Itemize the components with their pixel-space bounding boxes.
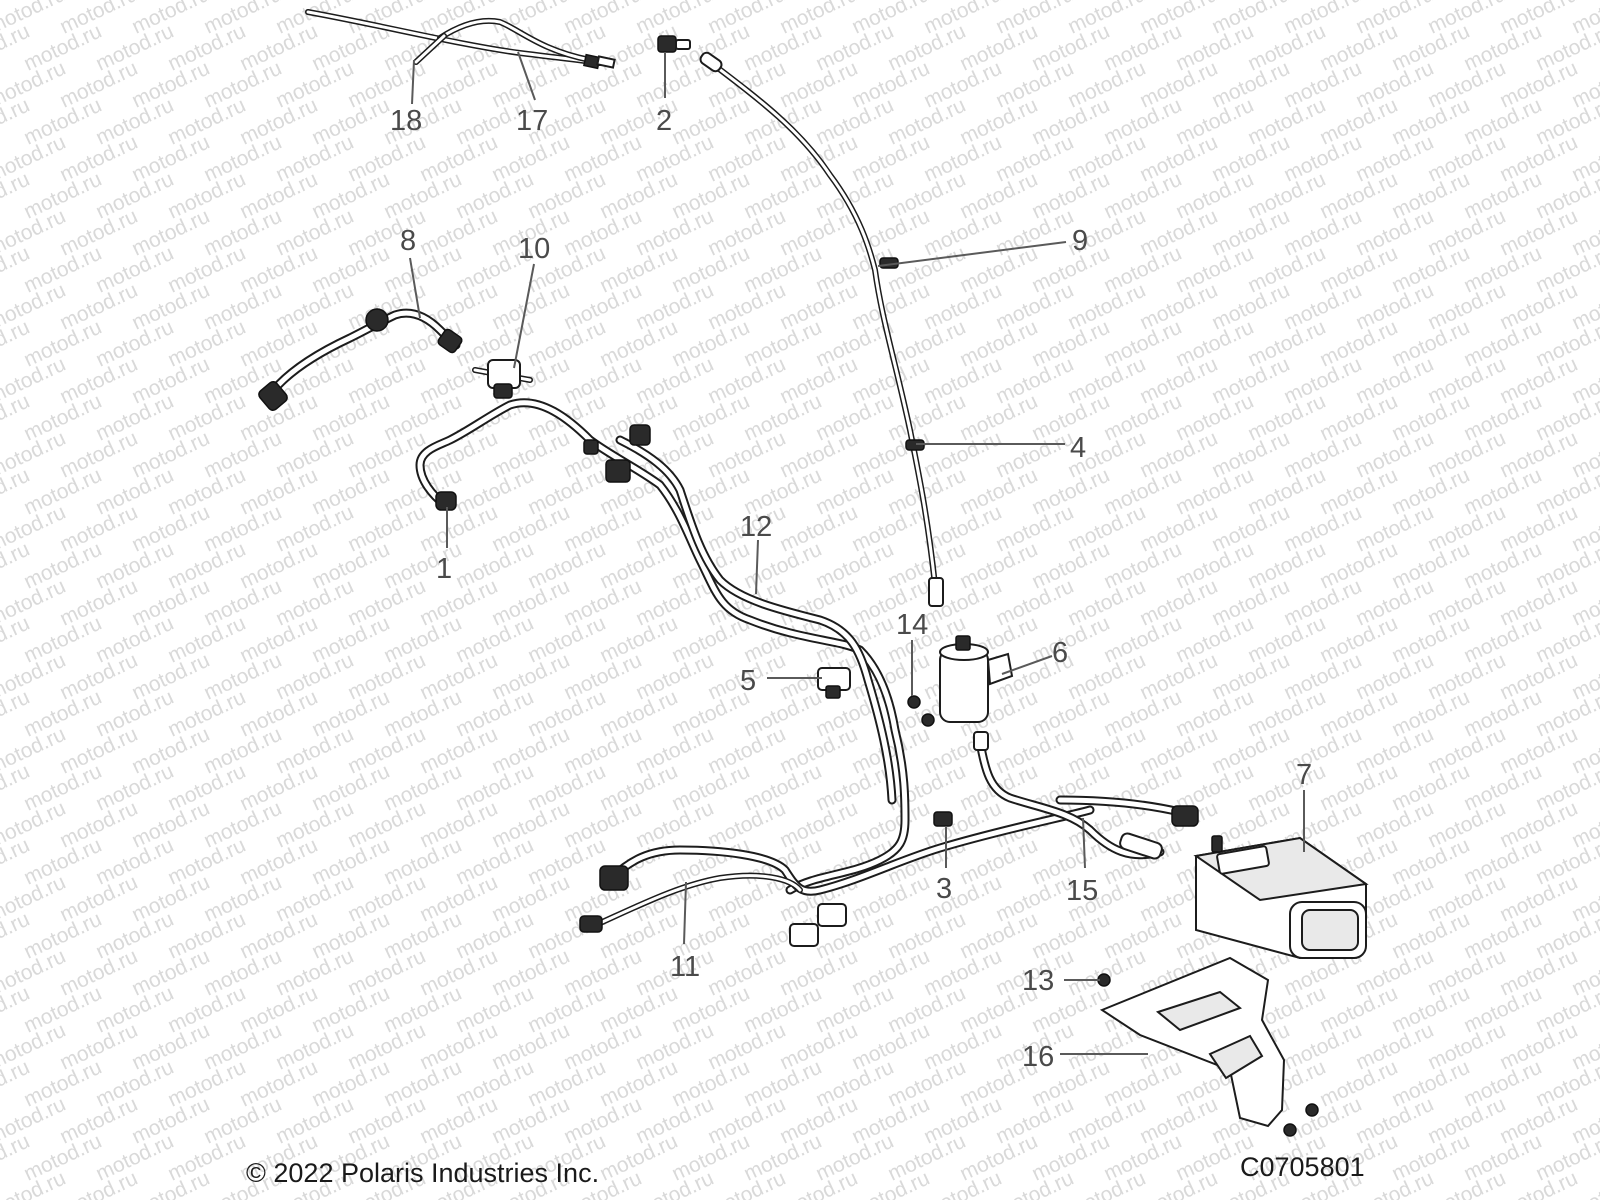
callout-7: 7 bbox=[1296, 759, 1312, 791]
callout-15: 15 bbox=[1066, 875, 1098, 907]
parts-layer bbox=[258, 9, 1369, 1137]
leader-15 bbox=[1082, 817, 1086, 869]
callout-6: 6 bbox=[1052, 637, 1068, 669]
callout-labels: 1 2 3 4 5 6 7 8 9 10 11 12 13 14 15 16 1… bbox=[390, 105, 1312, 1073]
callout-14: 14 bbox=[896, 609, 928, 641]
leader-8 bbox=[409, 257, 421, 319]
part-10-valve bbox=[472, 359, 533, 399]
leader-12 bbox=[755, 539, 759, 595]
callout-11: 11 bbox=[670, 951, 700, 983]
part-12-hose-assembly bbox=[415, 398, 910, 895]
leader-18 bbox=[411, 59, 415, 105]
part-3-clip bbox=[933, 811, 953, 827]
part-17-tube bbox=[305, 9, 616, 70]
part-18-tube-stub bbox=[413, 33, 447, 65]
drawing-code: C0705801 bbox=[1240, 1152, 1365, 1182]
callout-8: 8 bbox=[400, 225, 416, 257]
part-5-clip bbox=[817, 667, 851, 699]
callout-1: 1 bbox=[436, 553, 452, 585]
callout-16: 16 bbox=[1022, 1041, 1054, 1073]
callout-2: 2 bbox=[656, 105, 672, 137]
callout-4: 4 bbox=[1070, 432, 1086, 464]
callout-12: 12 bbox=[740, 511, 772, 543]
part-16-bracket bbox=[1099, 956, 1319, 1137]
copyright-text: © 2022 Polaris Industries Inc. bbox=[246, 1158, 599, 1188]
part-15-hoses bbox=[973, 731, 1199, 860]
callout-17: 17 bbox=[516, 105, 548, 137]
leader-lines bbox=[409, 51, 1305, 1055]
leader-9 bbox=[877, 241, 1067, 267]
callout-13: 13 bbox=[1022, 965, 1054, 997]
part-2-connector bbox=[657, 35, 691, 53]
callout-9: 9 bbox=[1072, 225, 1088, 257]
leader-10 bbox=[513, 263, 535, 369]
leader-6 bbox=[1001, 655, 1053, 675]
part-11-hoses bbox=[579, 805, 1095, 947]
part-7-evap-canister bbox=[1193, 835, 1369, 960]
callout-10: 10 bbox=[518, 233, 550, 265]
part-14-fasteners bbox=[907, 695, 935, 727]
part-8-hose bbox=[258, 308, 463, 411]
leader-17 bbox=[517, 51, 536, 101]
part-9-vent-line bbox=[699, 51, 944, 607]
callout-5: 5 bbox=[740, 665, 756, 697]
leader-11 bbox=[683, 881, 687, 945]
callout-3: 3 bbox=[936, 873, 952, 905]
callout-18: 18 bbox=[390, 105, 422, 137]
part-6-purge-valve bbox=[939, 635, 1014, 723]
